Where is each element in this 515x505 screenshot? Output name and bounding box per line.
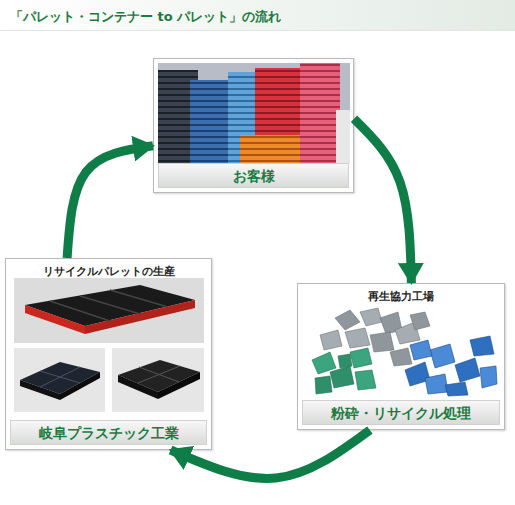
card-heading: 再生協力工場 — [302, 289, 500, 304]
plastic-piece — [390, 348, 412, 366]
pallet-side — [85, 300, 195, 334]
pallet-top — [25, 285, 195, 326]
pallet-stack — [255, 68, 305, 163]
process-card: お客様 — [153, 58, 354, 193]
photo-background — [14, 278, 204, 343]
plastic-piece — [338, 354, 352, 368]
pallet-stack — [190, 80, 245, 163]
card-label-band: お客様 — [158, 163, 349, 188]
recycled-pallets — [14, 278, 204, 412]
card-heading: リサイクルパレットの生産 — [10, 264, 207, 279]
plastic-piece — [335, 310, 360, 330]
photo-background — [14, 348, 105, 412]
pallet-side — [20, 380, 60, 400]
plastic-piece — [370, 332, 394, 352]
plastic-piece — [350, 348, 372, 368]
process-card: 再生協力工場粉砕・リサイクル処理 — [297, 283, 505, 430]
pallet-slat — [139, 367, 179, 382]
pallet-slat — [40, 367, 80, 387]
plastic-piece — [330, 366, 354, 388]
photo-background — [158, 63, 350, 163]
plastic-piece — [355, 370, 376, 390]
pallet-slat — [138, 366, 180, 383]
pallet-stack — [158, 70, 198, 163]
pallet-side — [158, 372, 200, 399]
pallet-side — [25, 305, 85, 334]
pallet-side — [60, 372, 100, 400]
crushed-plastic — [312, 308, 497, 396]
pallet-slat — [110, 290, 168, 307]
photo-background — [336, 110, 350, 163]
plastic-piece — [360, 308, 382, 326]
plastic-piece — [480, 366, 497, 388]
pallet-slat — [80, 296, 140, 314]
pallet-stack — [228, 72, 258, 163]
process-card: リサイクルパレットの生産岐阜プラスチック工業 — [5, 258, 212, 450]
plastic-piece — [470, 336, 494, 356]
plastic-piece — [380, 312, 402, 334]
plastic-piece — [320, 330, 342, 350]
plastic-piece — [445, 382, 468, 396]
flow-arrow — [171, 430, 370, 478]
card-label-band: 岐阜プラスチック工業 — [10, 420, 207, 445]
plastic-piece — [410, 340, 432, 360]
plastic-piece — [312, 352, 336, 374]
pallet-slat — [50, 301, 110, 321]
flow-arrow — [354, 119, 411, 283]
pallet-top — [118, 360, 200, 392]
flow-arrow — [67, 146, 153, 258]
plastic-piece — [430, 344, 455, 368]
plastic-piece — [425, 374, 448, 394]
plastic-piece — [315, 376, 332, 394]
diagram-title: 「パレット・コンテナー to パレット」の流れ — [10, 8, 281, 26]
pallet-top — [20, 362, 100, 394]
plastic-piece — [395, 322, 420, 344]
pallet-stack — [300, 63, 340, 163]
plastic-piece — [410, 312, 430, 330]
plastic-piece — [455, 358, 480, 382]
pallet-stack — [240, 135, 300, 163]
pallet-side — [118, 375, 158, 399]
title-area: 「パレット・コンテナー to パレット」の流れ — [10, 8, 281, 26]
plastic-piece — [345, 328, 370, 348]
plastic-piece — [405, 362, 430, 386]
photo-background — [112, 348, 204, 412]
pallet-slat — [40, 371, 80, 383]
pallet-photo — [158, 63, 350, 163]
card-label-band: 粉砕・リサイクル処理 — [302, 400, 500, 425]
